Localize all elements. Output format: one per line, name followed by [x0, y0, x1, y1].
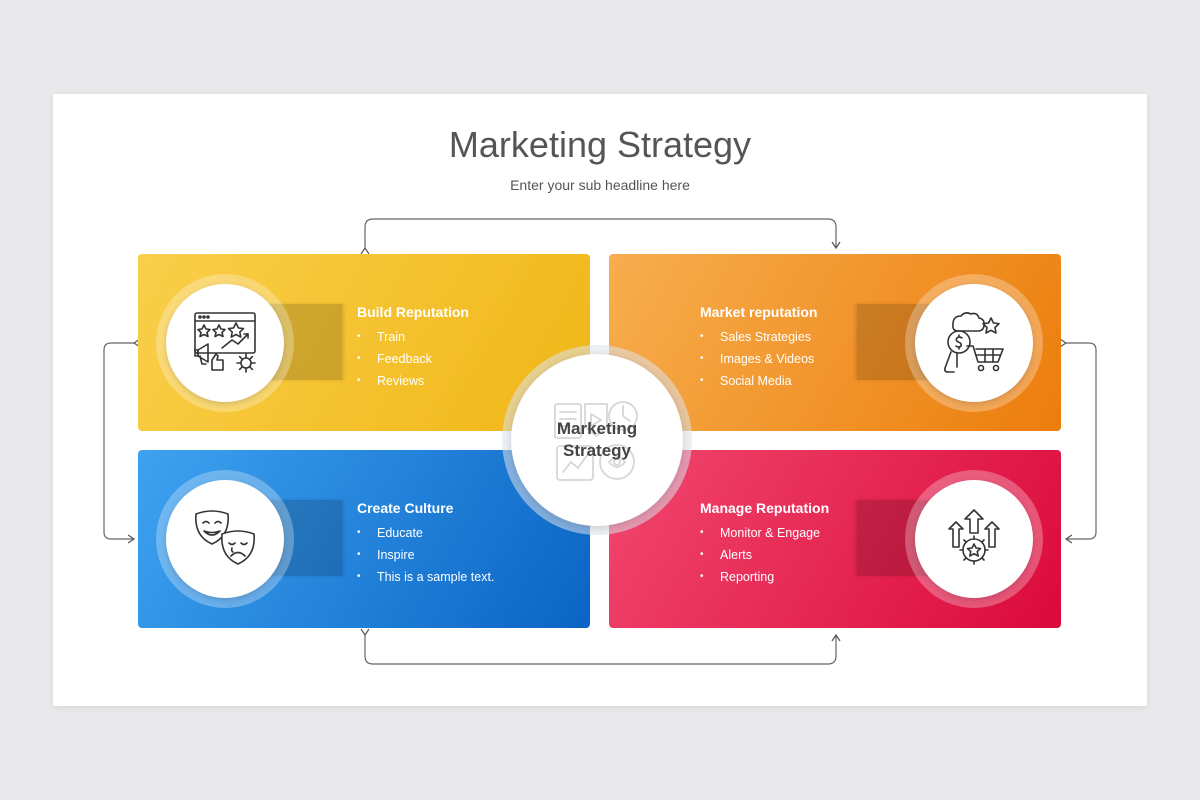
- icon-ring: [156, 470, 294, 608]
- bottom-connector: [360, 628, 841, 665]
- icon-circle: [915, 480, 1033, 598]
- page-title: Marketing Strategy: [448, 124, 752, 165]
- card-market-reputation: Market reputation Sales Strategies Image…: [609, 254, 1061, 431]
- icon-ring: [905, 274, 1043, 412]
- card-manage-reputation: Manage Reputation Monitor & Engage Alert…: [609, 450, 1061, 628]
- center-circle: Marketing Strategy: [511, 354, 683, 526]
- connector-arrows: [103, 218, 1097, 665]
- card-text: Manage Reputation Monitor & Engage Alert…: [700, 500, 829, 588]
- list-item: Alerts: [700, 544, 829, 566]
- card-heading: Market reputation: [700, 304, 818, 320]
- card-heading: Build Reputation: [357, 304, 469, 320]
- list-item: Images & Videos: [700, 348, 817, 370]
- list-item: Reporting: [700, 566, 829, 588]
- card-list: Train Feedback Reviews: [357, 326, 469, 392]
- icon-circle: [166, 284, 284, 402]
- icon-ring: [905, 470, 1043, 608]
- card-text: Create Culture Educate Inspire This is a…: [357, 500, 494, 588]
- top-connector: [360, 218, 841, 255]
- icon-circle: [166, 480, 284, 598]
- card-text: Market reputation Sales Strategies Image…: [700, 304, 817, 392]
- card-list: Sales Strategies Images & Videos Social …: [700, 326, 817, 392]
- list-item: Reviews: [357, 370, 469, 392]
- growth-arrows-star-icon: [948, 509, 1000, 565]
- list-item: Train: [357, 326, 469, 348]
- card-heading: Manage Reputation: [700, 500, 830, 516]
- center-label: Marketing Strategy: [537, 418, 657, 462]
- marketing-strategy-icon: [554, 401, 638, 481]
- card-heading: Create Culture: [357, 500, 454, 516]
- list-item: This is a sample text.: [357, 566, 494, 588]
- list-item: Sales Strategies: [700, 326, 817, 348]
- icon-ring: [156, 274, 294, 412]
- shopping-cart-dollar-icon: [944, 312, 1004, 373]
- left-connector: [103, 338, 141, 544]
- rating-megaphone-icon: [194, 312, 256, 373]
- card-text: Build Reputation Train Feedback Reviews: [357, 304, 469, 392]
- theater-masks-icon: [195, 510, 255, 565]
- list-item: Feedback: [357, 348, 469, 370]
- center-ring: Marketing Strategy: [502, 345, 692, 535]
- center-label-line2: Strategy: [562, 441, 632, 460]
- list-item: Social Media: [700, 370, 817, 392]
- card-list: Educate Inspire This is a sample text.: [357, 522, 494, 588]
- right-connector: [1059, 338, 1097, 544]
- card-list: Monitor & Engage Alerts Reporting: [700, 522, 829, 588]
- list-item: Educate: [357, 522, 494, 544]
- icon-circle: [915, 284, 1033, 402]
- list-item: Inspire: [357, 544, 494, 566]
- page-subtitle: Enter your sub headline here: [510, 177, 690, 193]
- center-label-line1: Marketing: [556, 419, 638, 438]
- slide: Marketing Strategy Enter your sub headli…: [53, 94, 1147, 706]
- list-item: Monitor & Engage: [700, 522, 829, 544]
- card-build-reputation: Build Reputation Train Feedback Reviews: [138, 254, 590, 431]
